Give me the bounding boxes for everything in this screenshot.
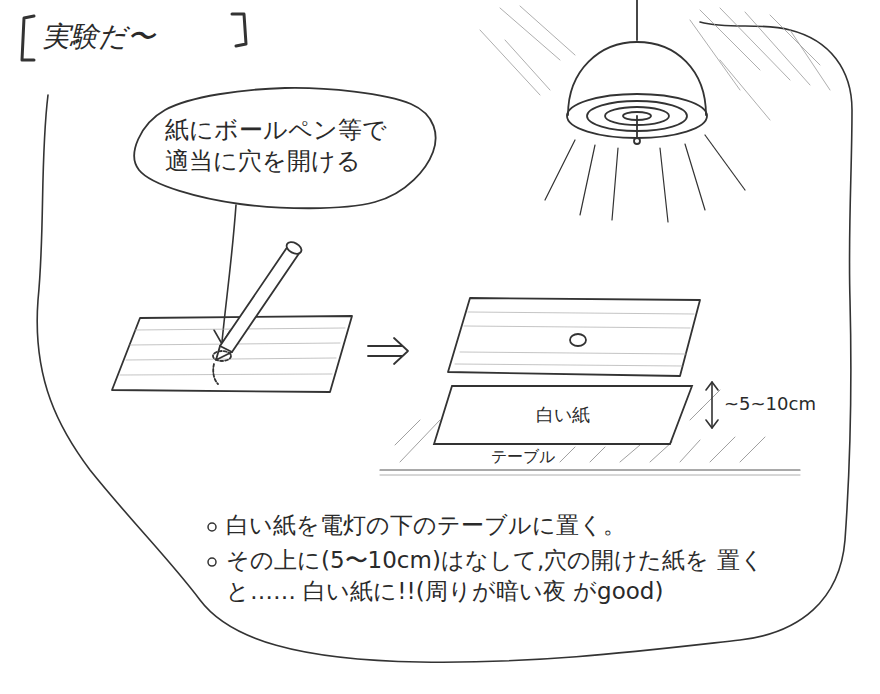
callout-tail [222,205,236,342]
outline-path [134,88,435,208]
instruction-text: 紙にボールペン等で 適当に穴を開ける [165,115,405,177]
dimension-arrow [706,382,718,428]
bullet-dot [208,558,216,566]
table-label: テーブル [488,446,558,468]
paper-texture [455,312,694,366]
sketch-title: 実験だ〜 [42,18,155,56]
frame-outline [37,22,852,662]
bullet-dot [208,523,216,531]
bubble-outline [135,86,435,206]
step-arrow [368,338,408,364]
pierced-paper [448,298,700,376]
title-bracket [232,14,246,46]
note-text: 白い紙を電灯の下のテーブルに置く。 [226,510,786,541]
white-paper: 白い紙 [432,384,694,446]
ballpoint-pen [213,240,303,384]
ceiling-hatch [480,6,830,120]
speech-bubble: 紙にボールペン等で 適当に穴を開ける [135,86,435,206]
title-bracket [22,16,34,60]
outline-path [434,386,692,444]
dimension-label: ~5~10cm [724,392,816,416]
part-name: 白い紙 [518,403,608,426]
note-text: その上に(5〜10cm)はなして,穴の開けた紙を 置くと…… 白い紙に!!(周り… [226,545,786,607]
ceiling-lamp [545,0,745,222]
